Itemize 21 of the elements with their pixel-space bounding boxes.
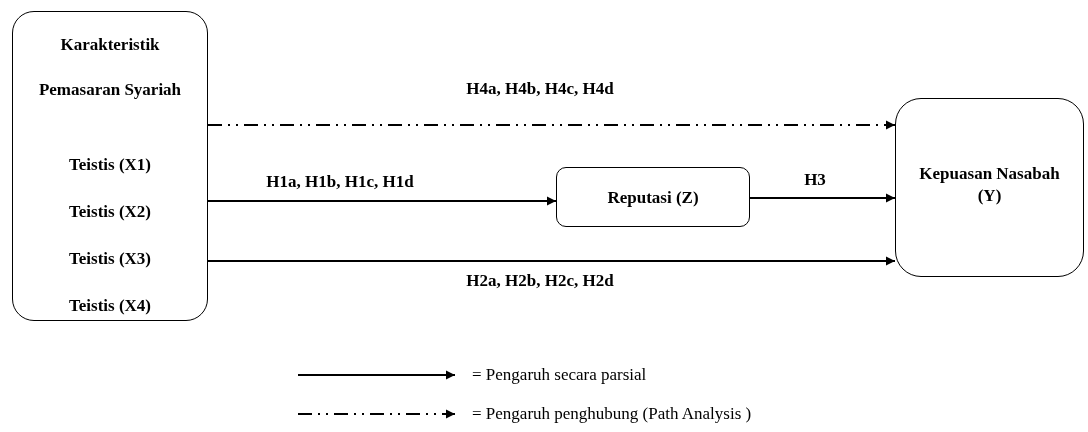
legend-text: = Pengaruh secara parsial	[472, 365, 647, 385]
arrow	[750, 193, 895, 203]
variable-label: Teistis (X3)	[69, 248, 151, 270]
arrow	[208, 256, 895, 266]
variable-label: Kepuasan Nasabah (Y)	[918, 163, 1061, 207]
edge-label: H2a, H2b, H2c, H2d	[466, 271, 614, 291]
variable-box	[556, 167, 750, 227]
edge-label: H1a, H1b, H1c, H1d	[266, 172, 414, 192]
variable-label: Reputasi (Z)	[607, 187, 699, 209]
variable-label: Pemasaran Syariah	[38, 79, 182, 101]
group-heading: Karakteristik	[60, 34, 160, 56]
edge-label: H4a, H4b, H4c, H4d	[466, 79, 614, 99]
arrow	[208, 196, 556, 206]
variable-box	[895, 98, 1084, 277]
legend-text: = Pengaruh penghubung (Path Analysis )	[472, 404, 752, 424]
arrow	[208, 120, 895, 130]
variable-group-box	[12, 11, 208, 321]
variable-label: Teistis (X2)	[69, 201, 151, 223]
edge-label: H3	[804, 170, 826, 190]
variable-label: Teistis (X4)	[69, 295, 151, 317]
variable-label: Teistis (X1)	[69, 154, 151, 176]
